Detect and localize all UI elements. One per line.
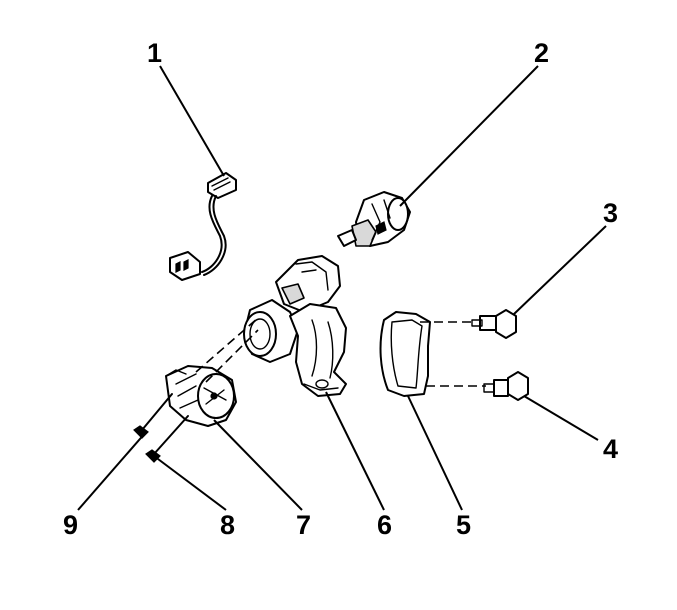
part-6-lock-housing xyxy=(243,255,347,397)
callout-5: 5 xyxy=(456,510,471,540)
callout-4: 4 xyxy=(603,434,618,464)
callout-2: 2 xyxy=(534,38,549,68)
part-4-bolt xyxy=(483,371,529,401)
part-2-switch xyxy=(337,191,411,247)
callout-7: 7 xyxy=(296,510,311,540)
part-3-bolt xyxy=(471,309,517,339)
callout-labels: 1 2 3 4 5 6 7 8 9 xyxy=(63,38,618,540)
callout-9: 9 xyxy=(63,510,78,540)
part-7-ignition-switch xyxy=(165,365,237,427)
callout-1: 1 xyxy=(147,38,162,68)
leader-lines xyxy=(77,65,607,511)
part-1-wiring-harness xyxy=(169,172,237,281)
callout-6: 6 xyxy=(377,510,392,540)
part-8-screw xyxy=(145,415,189,463)
callout-8: 8 xyxy=(220,510,235,540)
part-9-screw xyxy=(133,393,173,439)
part-5-bracket xyxy=(379,311,431,397)
callout-3: 3 xyxy=(603,198,618,228)
assembly-lines xyxy=(195,317,486,387)
